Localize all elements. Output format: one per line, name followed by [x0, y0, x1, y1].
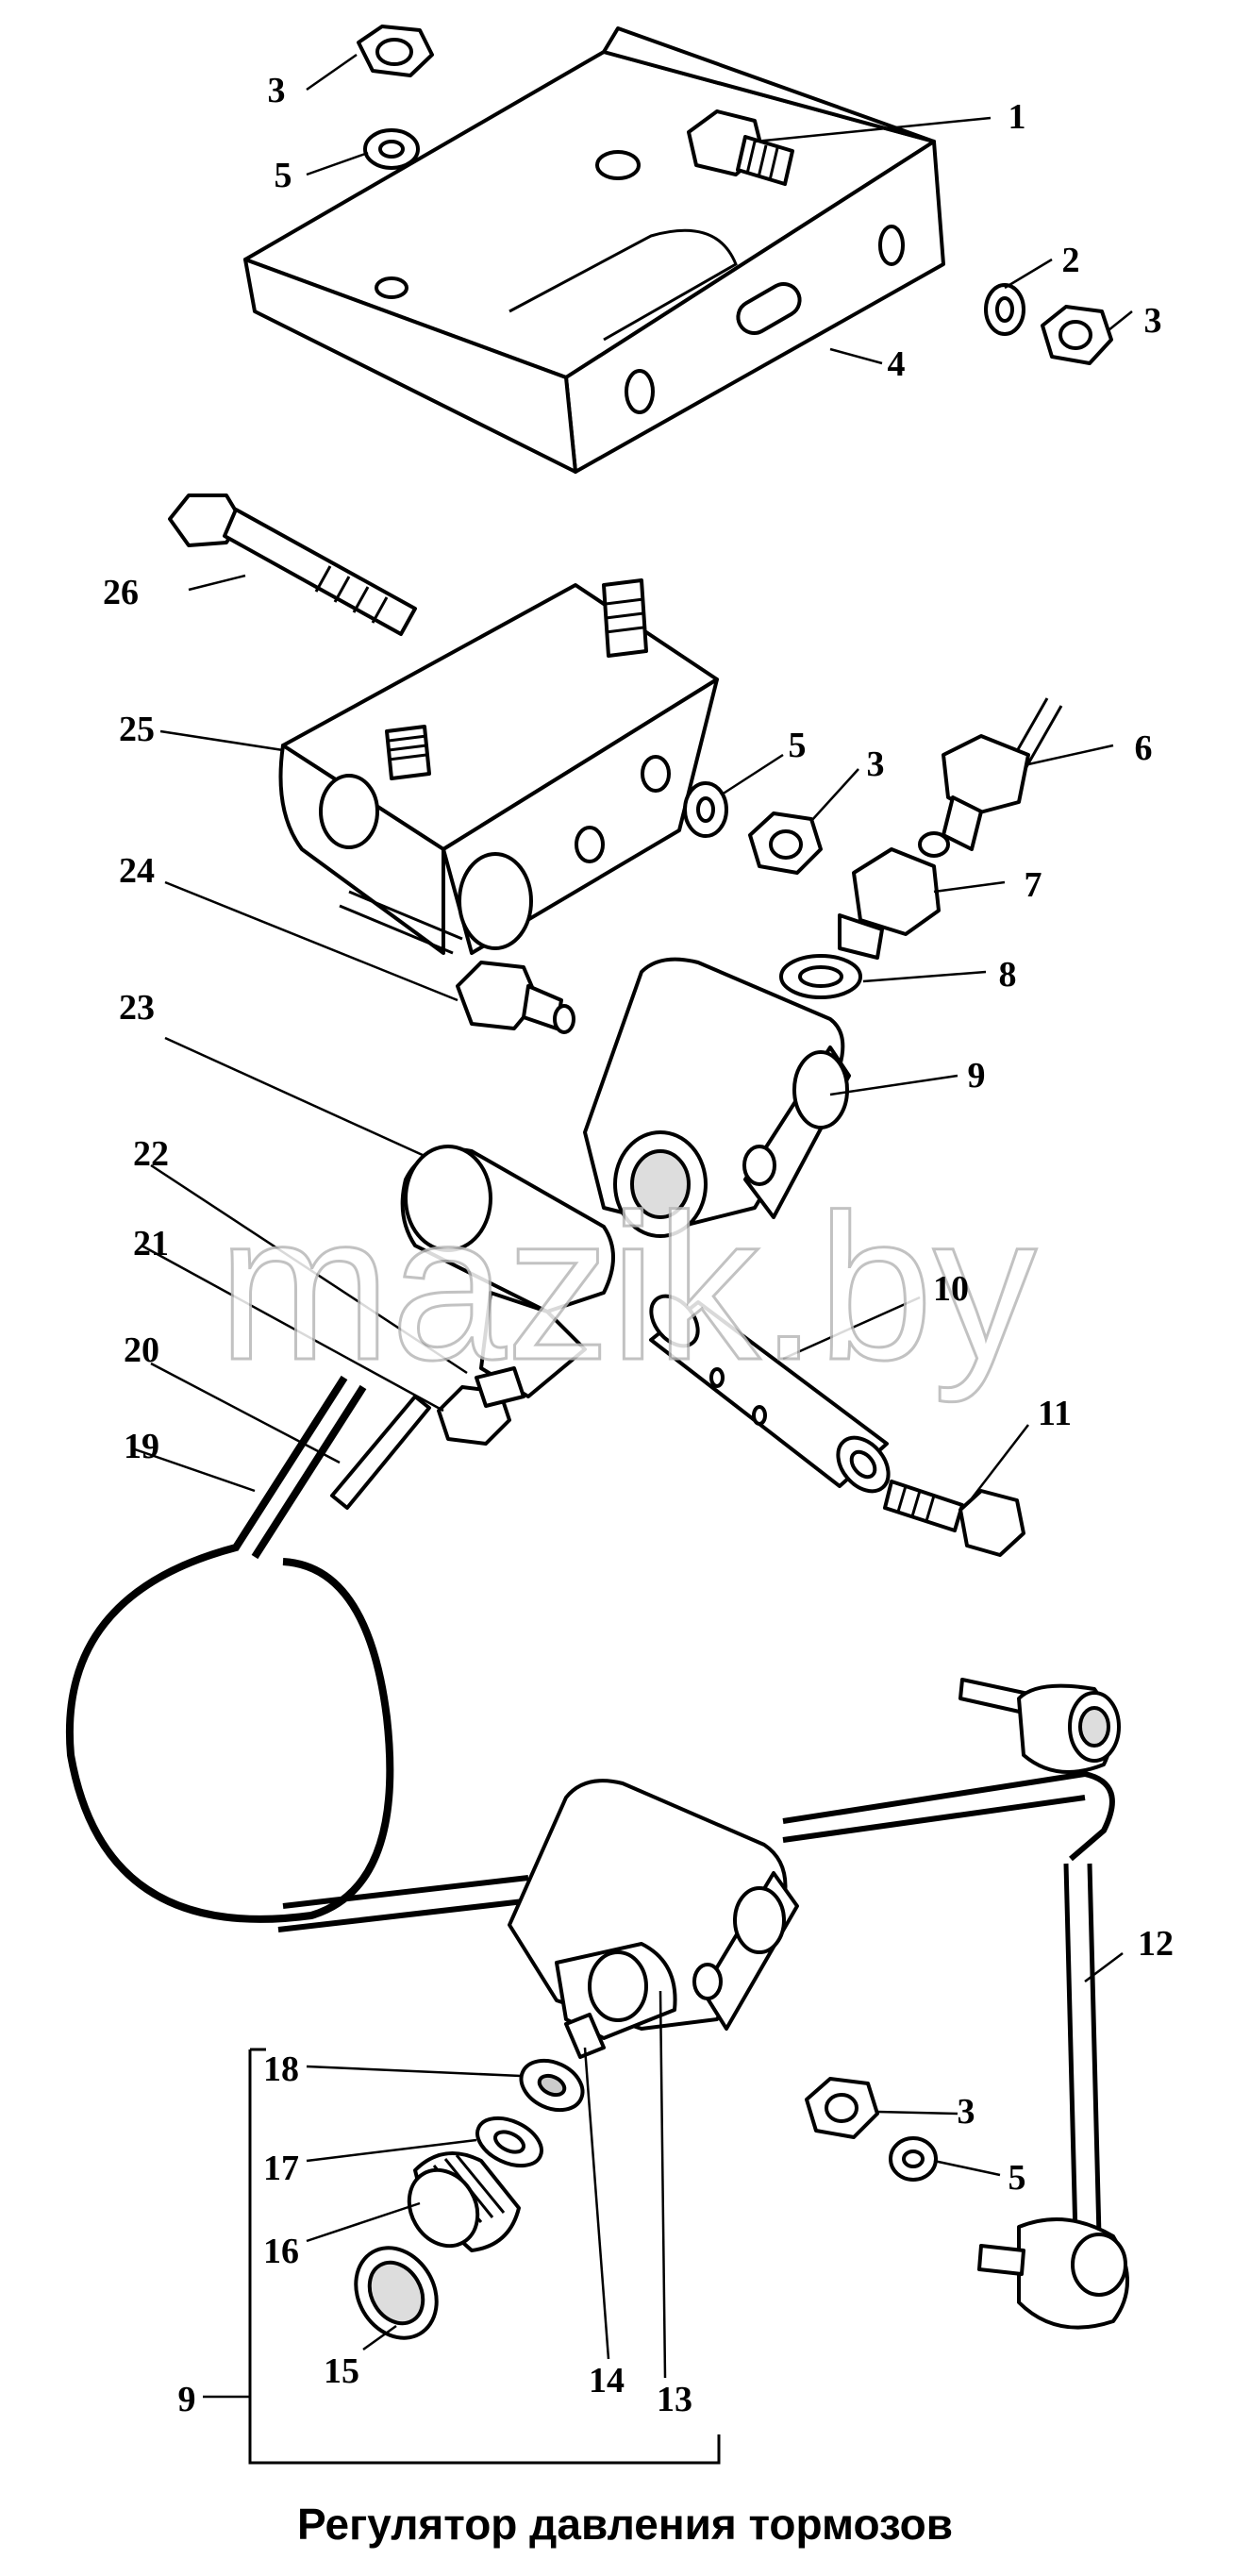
callout-17: 17 [263, 2149, 299, 2188]
regulator-body-9-upper [583, 957, 851, 1238]
sleeve-10 [649, 1294, 891, 1494]
washer-5-lower [889, 2136, 938, 2182]
callout-4: 4 [888, 344, 906, 384]
callout-26: 26 [103, 573, 139, 612]
callout-12: 12 [1138, 1924, 1174, 1964]
cap-15 [354, 2246, 439, 2340]
washer-2 [984, 283, 1025, 336]
callout-3: 3 [958, 2092, 975, 2132]
callout-20: 20 [124, 1330, 159, 1370]
callout-25: 25 [119, 710, 155, 749]
callout-8: 8 [999, 955, 1017, 995]
pin-20 [330, 1395, 431, 1510]
callout-19: 19 [124, 1427, 159, 1466]
washer-5-top [363, 128, 420, 170]
fitting-24 [339, 890, 575, 1034]
adapter-7 [838, 847, 941, 960]
callout-13: 13 [657, 2380, 692, 2419]
callout-10: 10 [933, 1269, 969, 1309]
callout-5: 5 [275, 156, 292, 195]
leader-lines [131, 53, 1133, 2399]
mounting-bracket [243, 26, 945, 474]
callout-11: 11 [1038, 1394, 1072, 1433]
fitting-6 [918, 697, 1063, 858]
kit-bracket [248, 2048, 721, 2465]
callout-9: 9 [178, 2380, 196, 2419]
callout-5: 5 [789, 726, 807, 765]
nut-3-middle [748, 811, 823, 875]
washer-5-middle [683, 781, 728, 838]
callout-23: 23 [119, 988, 155, 1028]
callout-5: 5 [1008, 2158, 1026, 2198]
bolt-11 [883, 1480, 1025, 1557]
spring-19 [65, 1375, 529, 1932]
callout-3: 3 [1144, 301, 1162, 341]
nut-3-lower [805, 2077, 879, 2139]
diagram-caption: Регулятор давления тормозов [296, 2500, 954, 2549]
callout-18: 18 [263, 2049, 299, 2089]
washer-8 [779, 954, 862, 999]
callout-labels: 1 2 3 3 3 3 4 5 5 5 6 7 8 9 9 10 11 12 1… [103, 71, 1174, 2419]
bolt-1 [687, 109, 794, 186]
callout-6: 6 [1135, 728, 1153, 768]
bracket-25 [278, 578, 719, 955]
bolt-26 [168, 493, 417, 636]
callout-16: 16 [263, 2232, 299, 2271]
callout-7: 7 [1025, 865, 1042, 905]
nut-3-right [1041, 305, 1113, 365]
callout-15: 15 [324, 2351, 359, 2391]
callout-24: 24 [119, 851, 155, 891]
callout-9: 9 [968, 1056, 986, 1096]
nut-3-top [357, 25, 434, 77]
callout-22: 22 [133, 1134, 169, 1174]
callout-1: 1 [1008, 97, 1026, 137]
callout-2: 2 [1062, 241, 1080, 280]
callout-21: 21 [133, 1224, 169, 1263]
washer-17 [475, 2116, 543, 2168]
screw-21 [437, 1366, 525, 1446]
plug-16 [407, 2151, 521, 2252]
seal-18 [519, 2058, 585, 2113]
callout-3: 3 [867, 744, 885, 784]
watermark: mazik.by [218, 1171, 1037, 1403]
callout-14: 14 [589, 2361, 625, 2400]
callout-3: 3 [268, 71, 286, 110]
link-rod-12 [782, 1678, 1129, 2330]
regulator-body-9-lower [508, 1779, 799, 2059]
